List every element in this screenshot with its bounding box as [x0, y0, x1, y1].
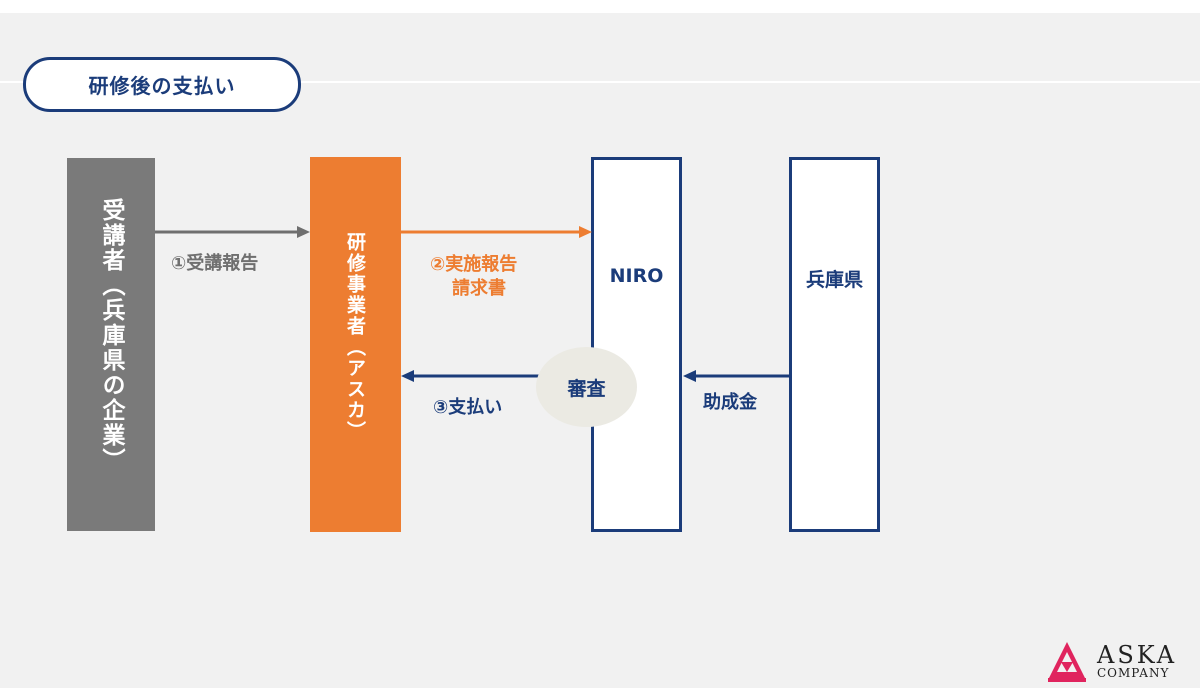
arrow-step3: [401, 370, 540, 382]
trainee-label: 受講者（兵庫県の企業）: [98, 198, 124, 473]
header-divider: [0, 81, 1200, 83]
niro-box: NIRO: [591, 157, 682, 532]
hyogo-box: 兵庫県: [789, 157, 880, 532]
logo-sub: COMPANY: [1097, 666, 1170, 680]
provider-label: 研修事業者（アスカ）: [344, 232, 366, 442]
logo-name: ASKA: [1097, 641, 1178, 669]
niro-label: NIRO: [609, 265, 664, 287]
review-node: 審査: [536, 347, 637, 427]
step1-label: ①受講報告: [171, 253, 259, 274]
aska-logo-icon: [1048, 642, 1086, 682]
arrow-subsidy: [683, 370, 789, 382]
subsidy-label: 助成金: [703, 392, 757, 413]
provider-box: 研修事業者（アスカ）: [310, 157, 401, 532]
step2-label-line2: 請求書: [452, 278, 506, 299]
step3-label: ③支払い: [433, 397, 503, 418]
slide-background: 研修後の支払い 受講者（兵庫県の企業） 研修事業者（アスカ） NIRO 兵庫県: [0, 13, 1200, 688]
review-label: 審査: [567, 377, 606, 400]
trainee-box: 受講者（兵庫県の企業）: [67, 158, 155, 531]
arrow-step1: [155, 226, 310, 238]
hyogo-label: 兵庫県: [805, 269, 863, 291]
step2-label-line1: ②実施報告: [430, 254, 518, 275]
page-title: 研修後の支払い: [23, 57, 301, 112]
arrow-step2: [401, 226, 592, 238]
